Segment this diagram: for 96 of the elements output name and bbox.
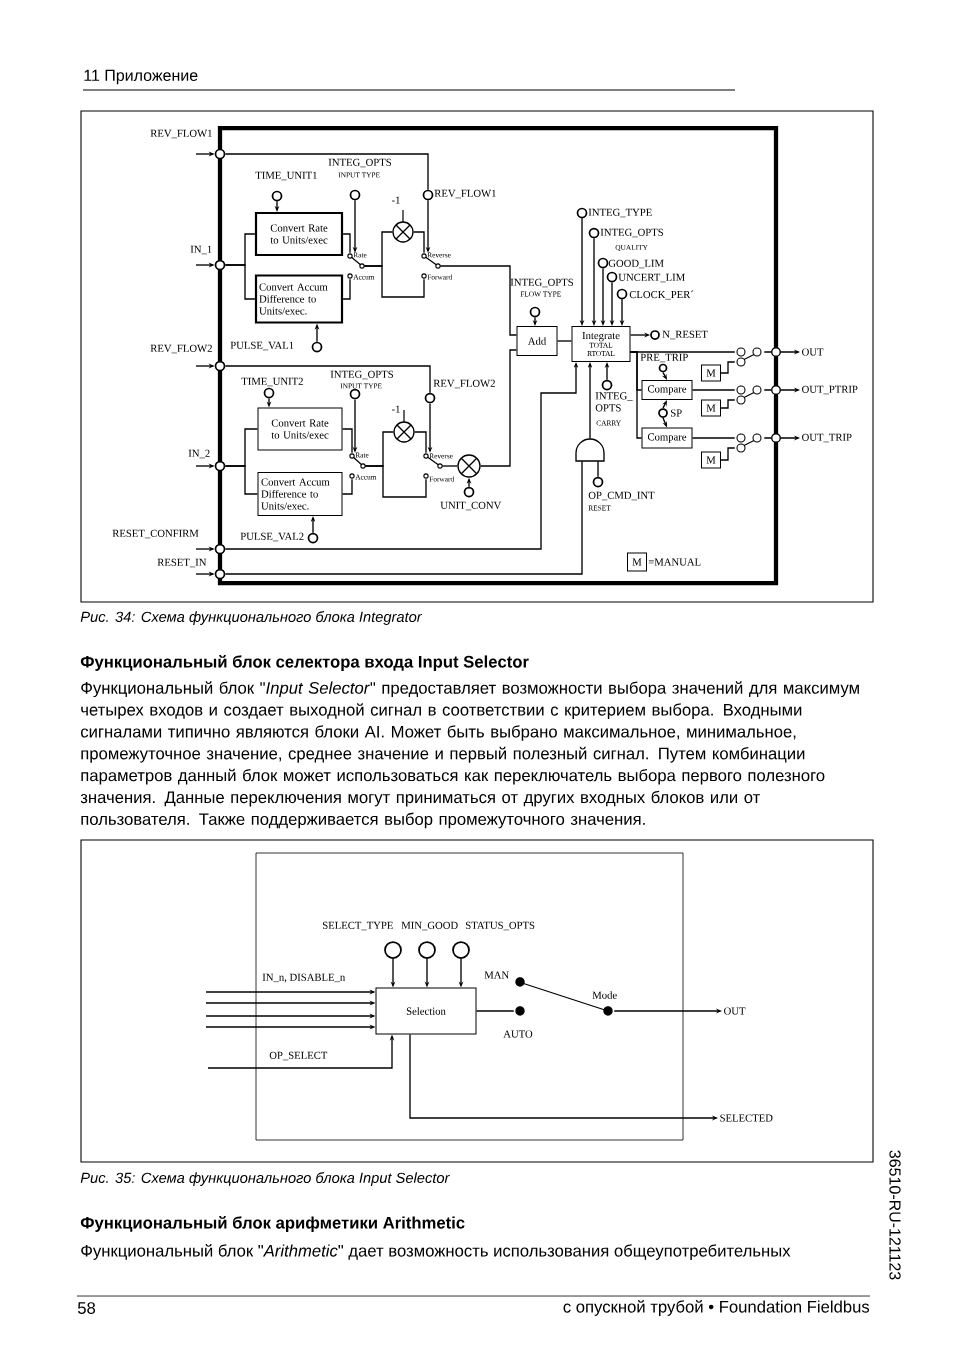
- port-label: INTEG_OPTS: [330, 370, 393, 380]
- port-label: UNIT_CONV: [440, 501, 502, 511]
- multiplier-symbol: [457, 454, 481, 478]
- connector-line: [342, 233, 351, 254]
- connector-line: [224, 365, 431, 394]
- port-label: RESET_CONFIRM: [112, 529, 199, 539]
- connector-line: [720, 447, 736, 461]
- port-label: TIME_UNIT1: [255, 171, 317, 181]
- block-box: M: [701, 364, 721, 382]
- port-label: SELECT_TYPE: [323, 921, 393, 931]
- block-box: M: [701, 451, 721, 469]
- port-label: RESET_IN: [157, 558, 207, 568]
- port-label: UNCERT_LIM: [618, 273, 685, 283]
- header-text: 36510-RU-121123: [889, 1150, 901, 1280]
- connector-line: [691, 389, 736, 391]
- signal-label: OP_SELECT: [269, 1051, 328, 1061]
- connector-line: [480, 349, 518, 467]
- switch-label: Mode: [592, 991, 617, 999]
- port-label: INTEG_OPTS: [328, 158, 391, 168]
- connector-line: [629, 351, 643, 439]
- port-label: OP_CMD_INT: [588, 491, 655, 501]
- block-box: Add: [516, 326, 558, 356]
- connector-line: [342, 278, 351, 300]
- block-box: Convert Accum Difference to Units/exec.: [254, 274, 344, 324]
- footer-text: с опускной трубой • Foundation Fieldbus: [563, 1300, 870, 1316]
- port-label: REV_FLOW1: [150, 129, 212, 139]
- connector-line: [720, 361, 736, 374]
- figure-caption: Рис. 35: Схема функционального блока Input Selector: [80, 1172, 450, 1186]
- port-label: REV_FLOW2: [433, 379, 495, 389]
- block-box: Compare: [641, 380, 693, 400]
- connector-line: [691, 437, 736, 439]
- gate-symbol: [575, 438, 605, 462]
- connector-line: [439, 265, 518, 336]
- port-label: IN_2: [188, 449, 210, 459]
- block-box: Convert Rate to Units/exec: [254, 211, 344, 257]
- connector-line: [341, 478, 353, 495]
- signal-label: IN_n, DISABLE_n: [262, 973, 346, 983]
- port-label: PULSE_VAL1: [230, 341, 294, 351]
- connector-line: [475, 1010, 515, 1012]
- port-label: INTEG_OPTS: [600, 228, 663, 238]
- signal-label: OUT_TRIP: [802, 433, 852, 443]
- port-label: SP: [671, 409, 682, 417]
- switch-label: MAN: [484, 971, 509, 979]
- port-label: CLOCK_PER´: [629, 290, 694, 300]
- block-box: M: [627, 552, 647, 572]
- block-box: Selection: [375, 987, 477, 1035]
- port-label: -1: [391, 196, 400, 204]
- port-label: -1: [391, 405, 400, 413]
- block-box: Convert Accum Difference to Units/exec.: [257, 472, 343, 516]
- arrow: [662, 400, 667, 409]
- connector-line: [224, 153, 429, 191]
- connector-line: [441, 465, 458, 467]
- signal-label: OUT: [802, 348, 824, 356]
- switch-symbol: [736, 385, 762, 405]
- body-paragraph: Функциональный блок "Input Selector" предоставляет возможности выбора значений для максимум четырех входов и создает выходной сигнал в соответствии с критерием выбора. Входными сигналами типично являются блоки AI. Может быть выбрано максимальное, минимальное, промежуточное значение, среднее значение и первый полезный сигнал. Путем комбинации параметров данный блок может использоваться как переключатель выбора первого полезного значения. Данные переключения могут приниматься от других входных блоков или от пользователя. Также поддерживается выбор промежуточного значения.: [80, 681, 859, 829]
- port-label: N_RESET: [662, 330, 708, 340]
- port-label: INTEG_OPTS: [510, 278, 573, 288]
- port-label: =MANUAL: [648, 558, 701, 566]
- signal-label: OUT_PTRIP: [802, 385, 858, 395]
- port-label: PULSE_VAL2: [240, 532, 304, 542]
- header-text: 11 Приложение: [84, 69, 198, 85]
- port-label: IN_1: [190, 245, 212, 255]
- port-label: INTEG_TYPE: [588, 208, 652, 218]
- connector-line: [341, 428, 353, 454]
- port-label: REV_FLOW1: [434, 189, 496, 199]
- connector-line: [413, 231, 425, 254]
- block-box: M: [701, 399, 721, 417]
- switch-symbol: [736, 347, 762, 367]
- arrow: [662, 371, 667, 380]
- connector-line: [363, 265, 425, 298]
- connector-line: [224, 264, 256, 300]
- connector-line: [720, 399, 736, 409]
- footer-text: 58: [77, 1302, 96, 1314]
- port-label: MIN_GOOD: [401, 921, 458, 931]
- port-label: PRE_TRIP: [640, 353, 688, 363]
- connector-line: [556, 340, 573, 342]
- section-heading: Функциональный блок селектора входа Input Selector: [80, 655, 529, 671]
- connector-line: [414, 431, 427, 454]
- figure-caption: Рис. 34: Схема функционального блока Integrator: [80, 611, 423, 625]
- port-label: INTEG_ OPTS: [595, 392, 633, 412]
- connector-line: [597, 460, 599, 478]
- section-heading: Функциональный блок арифметики Arithmetic: [80, 1216, 465, 1232]
- connector-line: [224, 460, 583, 575]
- switch-symbol: [736, 433, 762, 453]
- signal-label: OUT: [724, 1007, 746, 1015]
- connector-line: [364, 465, 427, 498]
- body-paragraph: Функциональный блок "Arithmetic" дает возможность использования общеупотребительных: [81, 1244, 791, 1260]
- port-label: REV_FLOW2: [150, 344, 212, 354]
- port-label: GOOD_LIM: [608, 259, 664, 269]
- connector-line: [224, 465, 259, 495]
- port-label: TIME_UNIT2: [241, 377, 303, 387]
- block-box: Convert Rate to Units/exec: [257, 407, 343, 451]
- signal-label: SELECTED: [720, 1114, 773, 1122]
- port-label: STATUS_OPTS: [466, 921, 535, 931]
- block-box: Compare: [641, 427, 693, 449]
- switch-label: AUTO: [503, 1030, 533, 1038]
